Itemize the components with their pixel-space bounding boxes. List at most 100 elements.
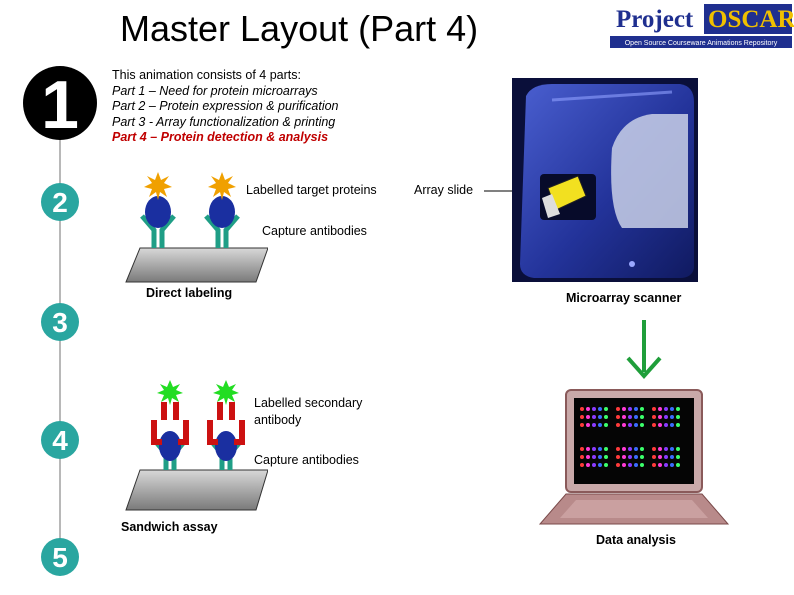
array-spot [616,415,620,419]
array-spot [622,415,626,419]
array-spot [592,463,596,467]
step-5-circle [41,538,79,576]
array-spot [634,407,638,411]
array-spot [670,463,674,467]
part-2-item: Part 2 – Protein expression & purificati… [112,99,339,113]
labelled-secondary-label-1: Labelled secondary [254,396,363,410]
step-4-number: 4 [52,425,68,456]
array-spot [670,447,674,451]
array-spot [658,447,662,451]
array-spot [592,407,596,411]
glass-slide-1 [125,247,268,283]
array-spot [628,423,632,427]
glass-slide-2 [125,469,268,511]
array-spot [598,407,602,411]
array-slide-label: Array slide [414,183,474,197]
array-spot [622,423,626,427]
labelled-target-label: Labelled target proteins [246,183,377,197]
step-1-number: 1 [41,67,79,143]
array-spot [664,407,668,411]
sandwich-assay-diagram [125,380,268,511]
target-protein [159,431,181,461]
array-spot [664,455,668,459]
microarray-spots [580,407,680,467]
parts-description: This animation consists of 4 parts: Part… [112,68,339,146]
array-spot [652,407,656,411]
array-spot [586,455,590,459]
step-2-circle [41,183,79,221]
target-protein [209,196,235,228]
step-3-circle [41,303,79,341]
array-spot [670,415,674,419]
array-spot [622,455,626,459]
array-spot [580,463,584,467]
array-spot [598,455,602,459]
array-spot [580,455,584,459]
array-spot [640,463,644,467]
array-spot [664,415,668,419]
array-spot [604,415,608,419]
array-spot [640,447,644,451]
array-spot [652,463,656,467]
array-spot [658,407,662,411]
array-spot [616,447,620,451]
array-spot [580,407,584,411]
array-spot [586,415,590,419]
array-spot [622,463,626,467]
capture-antibodies-label-2: Capture antibodies [254,453,359,467]
array-spot [580,423,584,427]
array-spot [658,463,662,467]
array-spot [592,423,596,427]
target-protein [215,431,237,461]
step-1-circle [23,66,97,140]
array-spot [634,447,638,451]
array-spot [604,423,608,427]
array-spot [664,463,668,467]
array-spot [592,447,596,451]
array-spot [580,415,584,419]
array-spot [628,447,632,451]
array-spot [640,415,644,419]
array-spot [664,447,668,451]
array-spot [676,463,680,467]
array-spot [640,423,644,427]
step-timeline: 1 2 3 4 5 [23,66,97,576]
array-spot [598,423,602,427]
array-spot [604,463,608,467]
capture-antibodies-label-1: Capture antibodies [262,224,367,238]
down-arrow-icon [626,320,662,380]
array-spot [592,415,596,419]
capture-antibody [140,172,176,248]
array-spot [670,423,674,427]
step-4-circle [41,421,79,459]
project-oscar-logo: Project OSCAR Open Source Courseware Ani… [608,2,794,50]
logo-tagline: Open Source Courseware Animations Reposi… [625,40,778,47]
data-analysis-label: Data analysis [596,533,676,547]
microarray-scanner-label: Microarray scanner [566,291,682,305]
direct-labeling-label: Direct labeling [146,286,233,300]
labelled-secondary-label-2: antibody [254,413,302,427]
array-spot [640,455,644,459]
array-spot [616,463,620,467]
array-spot [676,407,680,411]
array-spot [634,415,638,419]
array-spot [592,455,596,459]
laptop-data-image [538,389,730,525]
array-spot [676,455,680,459]
array-spot [670,407,674,411]
array-spot [628,455,632,459]
part-4-item: Part 4 – Protein detection & analysis [112,130,329,144]
step-2-number: 2 [52,187,68,218]
array-spot [604,407,608,411]
array-spot [658,455,662,459]
logo-word1: Project [616,6,694,33]
array-spot [598,463,602,467]
secondary-label-star [213,380,239,405]
target-protein [145,196,171,228]
array-spot [586,463,590,467]
label-star [208,172,236,200]
secondary-antibody [207,402,245,445]
slide-title: Master Layout (Part 4) [120,8,479,49]
capture-antibody [204,172,240,248]
array-spot [616,423,620,427]
